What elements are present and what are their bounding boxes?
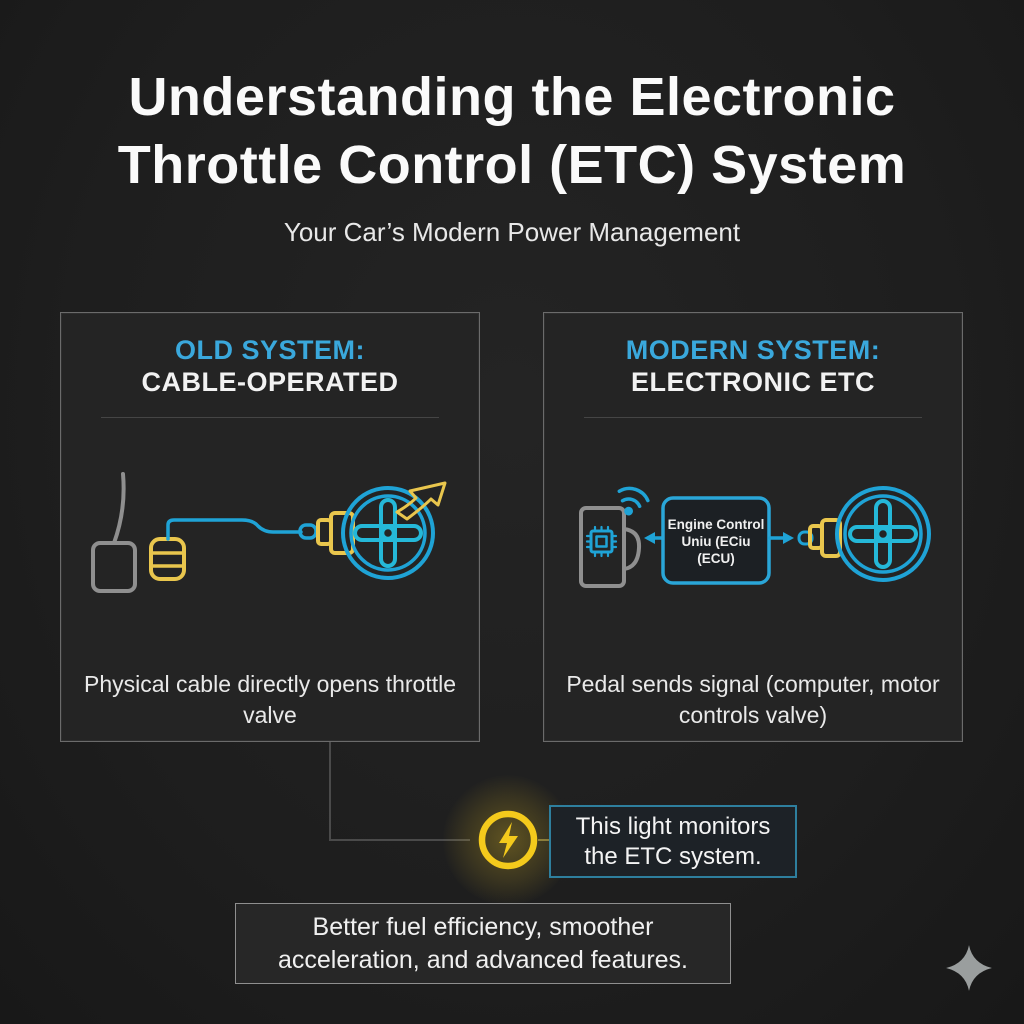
page-title: Throttle Control (ETC) System	[117, 135, 907, 195]
old-system-caption: Physical cable directly opens throttle v…	[83, 671, 457, 728]
ecu-label: Engine Control	[668, 517, 765, 532]
lightning-bolt-warning-light-icon	[478, 810, 538, 870]
old-system-panel: OLD SYSTEM: CABLE-OPERATED	[60, 312, 480, 742]
callout-text: This light monitors	[575, 812, 771, 840]
modern-system-subheading: ELECTRONIC ETC	[630, 367, 875, 397]
throttle-body-valve-icon	[835, 486, 931, 582]
divider	[101, 417, 439, 418]
etc-system-diagram: Engine Control Uniu (ECiu (ECU)	[579, 486, 931, 588]
callout-text: the ETC system.	[584, 842, 762, 870]
old-system-subheading: CABLE-OPERATED	[141, 367, 399, 397]
signal-arrow-right-icon	[768, 532, 794, 544]
cable-system-diagram	[91, 472, 447, 593]
brake-pedal-icon	[91, 472, 137, 593]
divider	[584, 417, 922, 418]
modern-system-heading: MODERN SYSTEM:	[625, 335, 881, 365]
benefits-text: Better fuel efficiency, smoother acceler…	[278, 912, 688, 974]
cable-connector-icon	[316, 511, 355, 555]
page-subtitle: Your Car’s Modern Power Management	[283, 217, 741, 247]
wireless-signal-icon	[617, 486, 650, 516]
ecu-box: Engine Control Uniu (ECiu (ECU)	[661, 496, 771, 585]
modern-system-caption: Pedal sends signal (computer, motor cont…	[566, 671, 940, 728]
ecu-label: (ECU)	[697, 551, 735, 566]
connector-stub	[538, 839, 550, 841]
motor-connector-icon	[808, 518, 842, 558]
chip-icon	[585, 525, 618, 558]
accelerator-pedal-icon	[149, 537, 186, 581]
connector-elbow-horizontal	[329, 839, 470, 841]
throttle-body-valve-icon	[341, 486, 435, 580]
pedal-position-sensor-icon	[579, 506, 642, 588]
four-point-sparkle-icon	[946, 945, 992, 991]
page-title: Understanding the Electronic	[128, 67, 896, 127]
connector-elbow-vertical	[329, 742, 331, 841]
etc-warning-callout: This light monitors the ETC system.	[549, 805, 797, 878]
valve-open-arrow-icon	[395, 481, 447, 521]
signal-arrow-left-icon	[644, 532, 666, 544]
modern-system-panel: MODERN SYSTEM: ELECTRONIC ETC	[543, 312, 963, 742]
old-system-heading: OLD SYSTEM:	[174, 335, 365, 365]
ecu-label: Uniu (ECiu	[682, 534, 751, 549]
benefits-box: Better fuel efficiency, smoother acceler…	[235, 903, 731, 984]
throttle-cable-line	[166, 518, 303, 541]
